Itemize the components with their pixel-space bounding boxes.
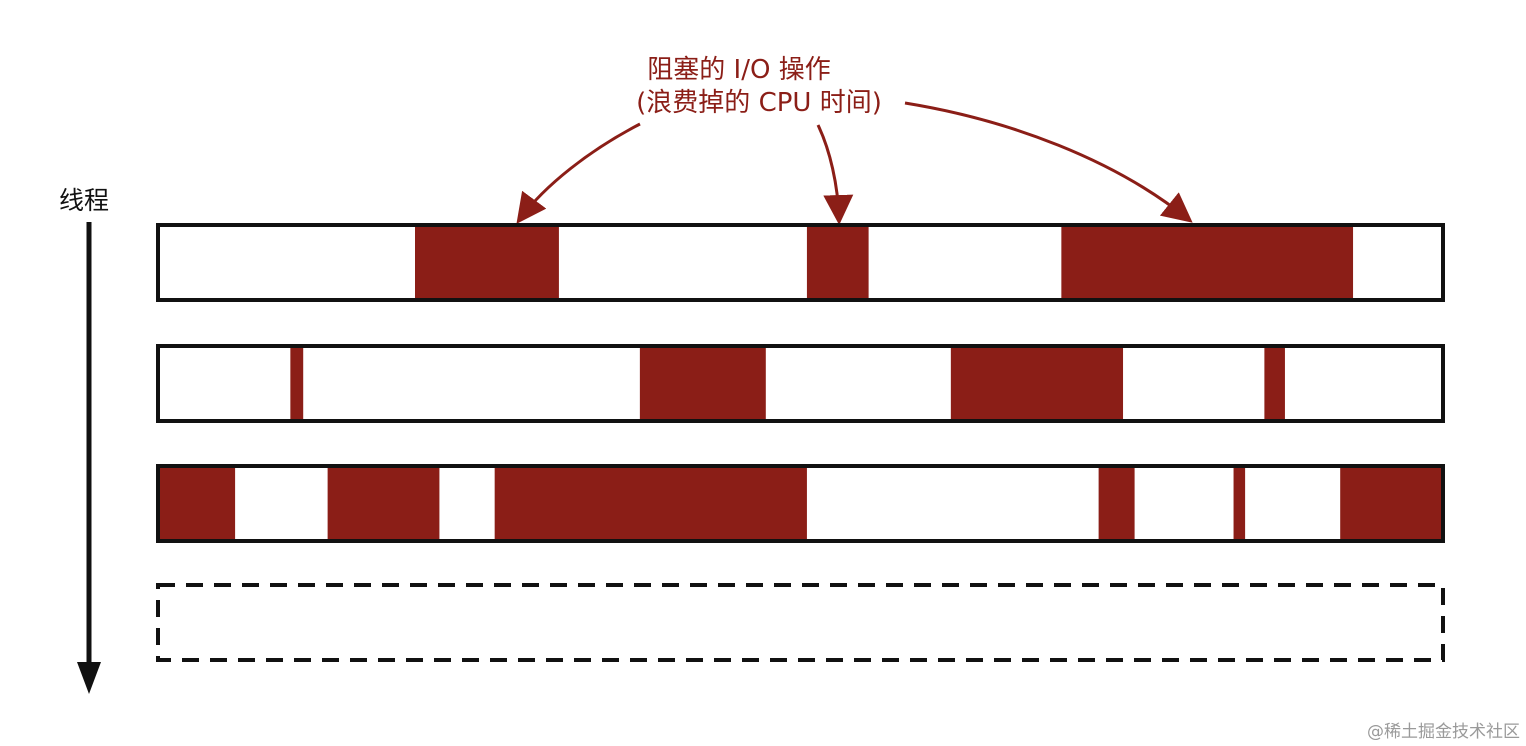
placeholder-thread-bar	[156, 583, 1445, 662]
blocked-io-segment	[1233, 466, 1246, 541]
blocked-io-segment	[327, 466, 440, 541]
thread-2-timeline	[158, 346, 1443, 421]
thread-axis-label: 线程	[59, 186, 109, 215]
blocked-io-segment	[1264, 346, 1285, 421]
callout-line-2: (浪费掉的 CPU 时间)	[636, 88, 882, 118]
thread-axis-arrowhead	[77, 662, 101, 694]
thread-3-outline	[156, 464, 1445, 543]
blocked-io-segment	[290, 346, 304, 421]
thread-2	[156, 344, 1445, 423]
blocked-io-segment	[806, 225, 869, 300]
blocked-io-segment	[639, 346, 766, 421]
blocked-io-segment	[158, 466, 236, 541]
callout-arrow-right	[904, 101, 1193, 223]
blocked-io-segment	[1098, 466, 1135, 541]
thread-1-outline	[156, 223, 1445, 302]
callout-arrow-middle	[816, 124, 854, 225]
callout-arrow-left	[516, 122, 641, 224]
blocked-io-segment	[415, 225, 559, 300]
thread-bars	[156, 223, 1445, 543]
watermark-text: @稀土掘金技术社区	[1367, 722, 1520, 742]
callout-line-1: 阻塞的 I/O 操作	[647, 55, 830, 85]
blocked-io-segment	[1061, 225, 1354, 300]
blocked-io-segment	[950, 346, 1124, 421]
thread-1	[156, 223, 1445, 302]
blocked-io-segment	[1340, 466, 1443, 541]
blocked-io-segment	[494, 466, 807, 541]
thread-2-outline	[156, 344, 1445, 423]
thread-3	[156, 464, 1445, 543]
